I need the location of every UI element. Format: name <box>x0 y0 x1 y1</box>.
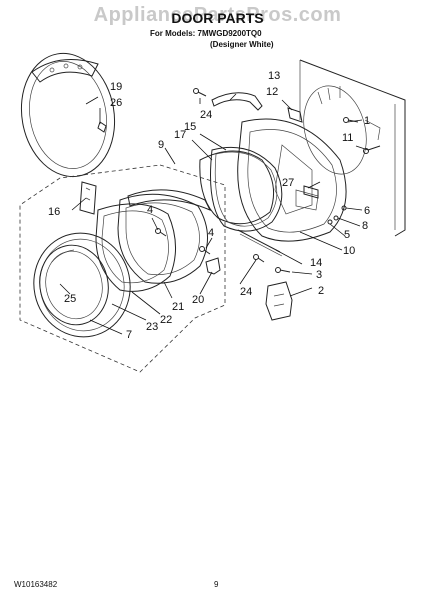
part-2-strike <box>265 281 293 321</box>
callout-14: 14 <box>310 257 322 269</box>
part-21-liner <box>95 203 177 292</box>
callout-22: 22 <box>160 314 172 326</box>
callout-9: 9 <box>158 139 164 151</box>
callout-12: 12 <box>266 86 278 98</box>
callout-23: 23 <box>146 321 158 333</box>
part-3-screw <box>275 267 291 273</box>
part-4-screw-b <box>199 246 211 255</box>
part-10-inner-panel <box>237 118 347 242</box>
part-8-screw <box>333 215 339 221</box>
part-24-screw-top <box>193 88 207 97</box>
callout-26: 26 <box>110 97 122 109</box>
callout-25: 25 <box>64 293 76 305</box>
callout-17: 17 <box>174 129 186 141</box>
callout-11: 11 <box>342 132 353 144</box>
callout-20: 20 <box>192 294 204 306</box>
cabinet-front-drawing <box>299 59 406 237</box>
part-25-window <box>39 244 109 326</box>
callout-1: 1 <box>364 115 370 127</box>
part-16-bracket <box>79 181 97 215</box>
watermark: AppliancePartsPros.com <box>93 4 342 26</box>
callout-5: 5 <box>344 229 350 241</box>
callout-24a: 24 <box>200 109 212 121</box>
models-line: For Models: 7MWGD9200TQ0 <box>150 29 262 38</box>
callout-2: 2 <box>318 285 324 297</box>
part-4-screw-a <box>155 228 167 237</box>
leader-lines <box>59 93 369 335</box>
callout-21: 21 <box>172 301 184 313</box>
model-variant: (Designer White) <box>210 40 274 49</box>
callout-labels: 1 2 3 4 4 5 6 7 8 9 10 11 12 13 14 15 16… <box>48 70 370 341</box>
callout-8: 8 <box>362 220 368 232</box>
callout-13: 13 <box>268 70 280 82</box>
callout-19: 19 <box>110 81 122 93</box>
page-title: DOOR PARTS <box>171 10 264 26</box>
part-23-trim <box>33 232 131 338</box>
document-number: W10163482 <box>14 580 58 589</box>
part-14-rod <box>237 229 283 257</box>
callout-4b: 4 <box>208 227 214 239</box>
callout-7: 7 <box>126 329 132 341</box>
part-13-handle <box>211 92 263 111</box>
part-24-screw-bottom <box>253 254 265 263</box>
part-12-hinge <box>287 107 303 123</box>
callout-3: 3 <box>316 269 322 281</box>
part-22-inner-frame <box>117 189 212 284</box>
part-11-screw <box>363 145 381 154</box>
callout-10: 10 <box>343 245 355 257</box>
part-20-latch <box>205 257 221 275</box>
part-27-clip <box>303 185 319 199</box>
part-15-gasket <box>210 146 283 232</box>
callout-4a: 4 <box>147 204 153 216</box>
part-19-outer-ring <box>20 52 116 178</box>
page-number: 9 <box>214 580 219 589</box>
callout-24b: 24 <box>240 286 252 298</box>
door-assembly-outline <box>19 164 226 373</box>
callout-15: 15 <box>184 121 196 133</box>
callout-6: 6 <box>364 205 370 217</box>
callout-27: 27 <box>282 177 294 189</box>
part-5-screw <box>327 219 333 225</box>
part-26-clip <box>97 121 107 133</box>
callout-16: 16 <box>48 206 60 218</box>
